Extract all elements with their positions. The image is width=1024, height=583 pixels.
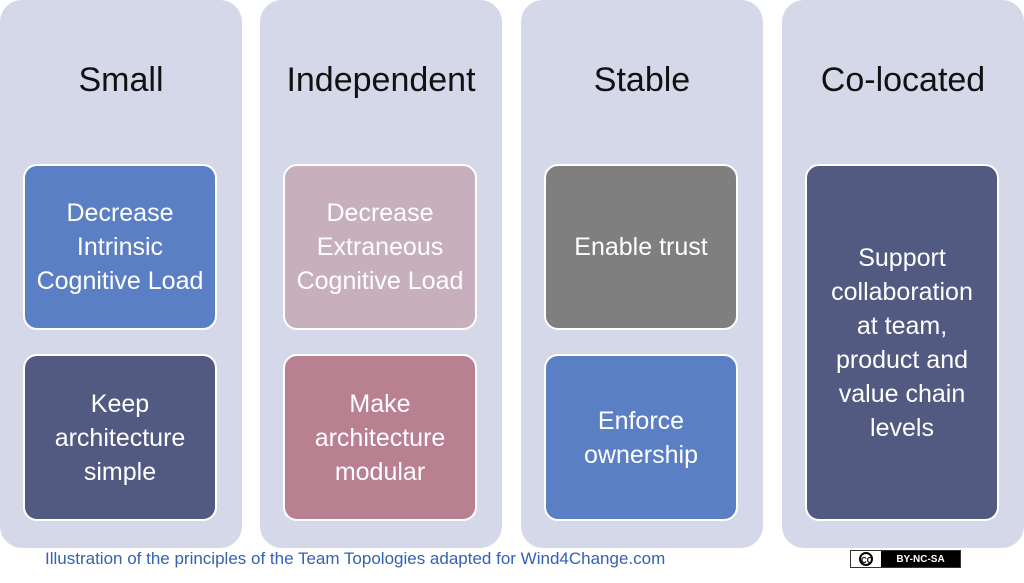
principle-box: Enable trust — [544, 164, 738, 330]
license-text: BY-NC-SA — [881, 551, 960, 567]
column-title: Stable — [593, 61, 691, 99]
column-independent: Independent Decrease Extraneous Cognitiv… — [260, 0, 502, 548]
caption: Illustration of the principles of the Te… — [45, 549, 666, 568]
column-stable: Stable Enable trust Enforce ownership — [521, 0, 763, 548]
principle-box: Enforce ownership — [544, 354, 738, 521]
cc-icon: CC — [851, 551, 881, 567]
license-badge: CC BY-NC-SA — [850, 550, 961, 568]
column-title: Independent — [286, 61, 476, 99]
column-co-located: Co-located Support collaboration at team… — [782, 0, 1024, 548]
principle-box: Decrease Extraneous Cognitive Load — [283, 164, 477, 330]
principle-box: Keep architecture simple — [23, 354, 217, 521]
principle-box: Decrease Intrinsic Cognitive Load — [23, 164, 217, 330]
column-title: Small — [78, 61, 164, 99]
column-title: Co-located — [820, 61, 986, 99]
principle-box: Support collaboration at team, product a… — [805, 164, 999, 521]
principle-box: Make architecture modular — [283, 354, 477, 521]
column-small: Small Decrease Intrinsic Cognitive Load … — [0, 0, 242, 548]
